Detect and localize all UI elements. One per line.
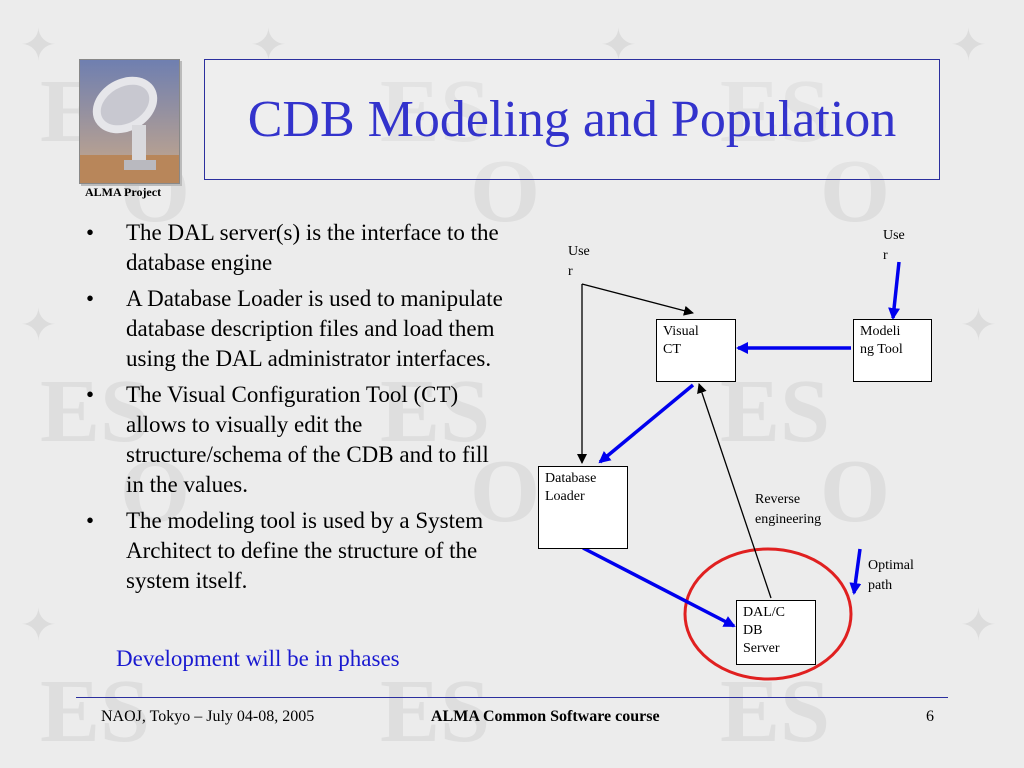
node-label-line: CT (663, 341, 729, 359)
label-line: Optimal (868, 556, 914, 576)
label-line: engineering (755, 510, 821, 530)
label-line: Use (883, 226, 905, 246)
page-number: 6 (926, 708, 934, 726)
node-label-line: ng Tool (860, 341, 925, 359)
dal-cdb-server-node: DAL/C DB Server (736, 600, 816, 665)
node-label-line: Loader (545, 488, 621, 506)
node-label-line: Server (743, 640, 809, 658)
label-line: Use (568, 242, 590, 262)
user-to-visual-ct-arrow (582, 284, 693, 313)
database-loader-node: Database Loader (538, 466, 628, 549)
label-line: r (568, 262, 590, 282)
label-line: r (883, 246, 905, 266)
footer-course: ALMA Common Software course (431, 708, 660, 726)
node-label-line: Database (545, 470, 621, 488)
node-label-line: Visual (663, 323, 729, 341)
modeling-tool-node: Modeli ng Tool (853, 319, 932, 382)
visual-ct-node: Visual CT (656, 319, 736, 382)
reverse-engineering-label: Reverse engineering (755, 490, 821, 530)
user-label-right: Use r (883, 226, 905, 266)
optimal-path-label: Optimal path (868, 556, 914, 596)
node-label-line: DB (743, 622, 809, 640)
node-label-line: DAL/C (743, 604, 809, 622)
footer-rule (76, 697, 948, 698)
label-line: Reverse (755, 490, 821, 510)
database-loader-to-dal-arrow (583, 548, 734, 626)
visual-ct-to-database-loader-arrow (600, 385, 693, 462)
label-line: path (868, 576, 914, 596)
node-label-line: Modeli (860, 323, 925, 341)
footer-location: NAOJ, Tokyo – July 04-08, 2005 (101, 708, 314, 726)
user-to-modeling-tool-arrow (893, 262, 899, 318)
user-label-left: Use r (568, 242, 590, 282)
optimal-path-arrow (854, 549, 860, 593)
